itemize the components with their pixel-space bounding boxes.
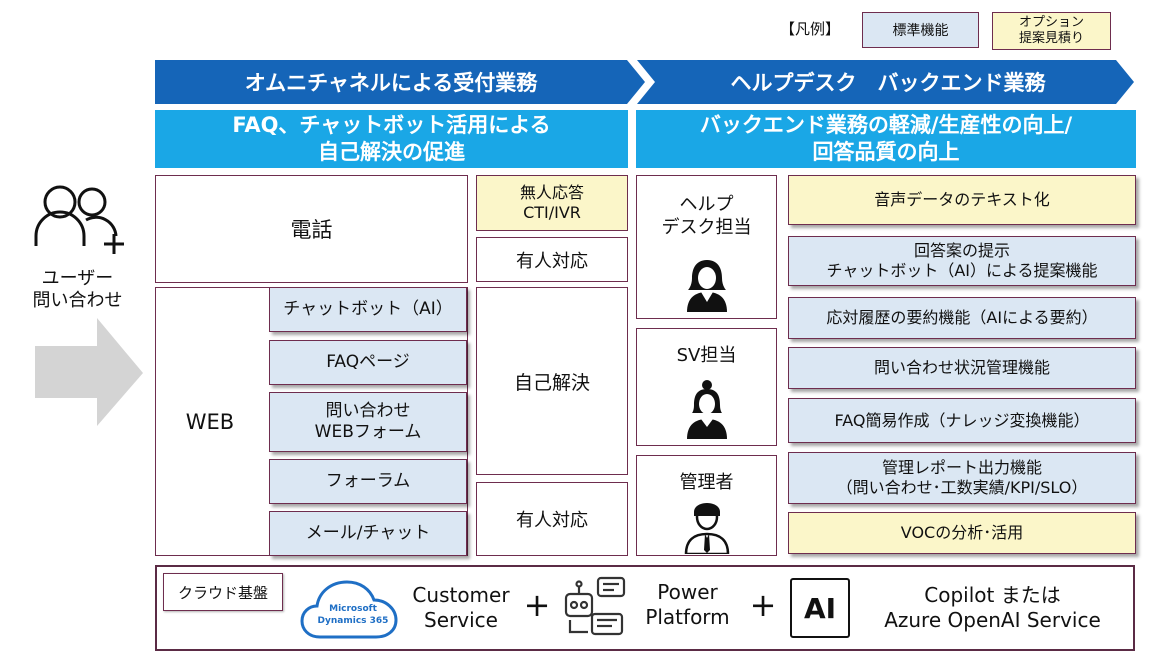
banner-right-shape	[637, 60, 1134, 104]
legend-option: オプション 提案見積り	[992, 12, 1111, 50]
big-arrow-icon	[35, 318, 143, 426]
phone-box: 電話	[155, 175, 468, 283]
female-agent-icon	[687, 260, 727, 312]
staffed-bottom: 有人対応	[476, 482, 628, 556]
role-helpdesk-label: ヘルプ デスク担当	[661, 194, 752, 238]
legend-standard: 標準機能	[862, 12, 979, 48]
banner-right: ヘルプデスク バックエンド業務	[730, 71, 1046, 95]
role-sv-label: SV担当	[676, 345, 737, 366]
legend-label: 【凡例】	[780, 20, 841, 38]
web-label: WEB	[185, 409, 235, 434]
feature-history-summary: 応対履歴の要約機能（AIによる要約）	[788, 297, 1136, 339]
banner-left: オムニチャネルによる受付業務	[244, 71, 538, 95]
subheader-right: バックエンド業務の軽減/生産性の向上/ 回答品質の向上	[636, 110, 1136, 168]
plus-sign-2: +	[749, 586, 777, 624]
feature-answer-suggest: 回答案の提示 チャットボット（AI）による提案機能	[788, 236, 1136, 286]
ai-icon: AI	[790, 578, 850, 638]
banner-left-shape	[155, 60, 645, 104]
male-manager-icon	[684, 503, 730, 554]
banner-arrows	[155, 60, 1134, 104]
staffed-top: 有人対応	[476, 237, 628, 282]
user-label: ユーザー 問い合わせ	[32, 267, 123, 312]
self-solve: 自己解決	[476, 287, 628, 475]
copilot-label: Copilot または Azure OpenAI Service	[884, 583, 1101, 632]
web-item-mail-chat: メール/チャット	[269, 511, 467, 556]
dynamics-logo-line2: Dynamics 365	[317, 616, 389, 626]
customer-service-label: Customer Service	[412, 583, 510, 632]
feature-status-mgmt: 問い合わせ状況管理機能	[788, 347, 1136, 389]
role-manager-label: 管理者	[679, 472, 734, 493]
web-item-faq: FAQページ	[269, 340, 467, 385]
role-helpdesk: ヘルプ デスク担当	[636, 175, 777, 319]
phone-label: 電話	[290, 218, 333, 242]
feature-faq-create: FAQ簡易作成（ナレッジ変換機能）	[788, 398, 1136, 443]
feature-voice-to-text: 音声データのテキスト化	[788, 175, 1136, 225]
role-sv: SV担当	[636, 328, 777, 446]
role-manager: 管理者	[636, 455, 777, 556]
feature-voc: VOCの分析･活用	[788, 512, 1136, 554]
cloud-platform-label: クラウド基盤	[163, 573, 283, 611]
web-item-forum: フォーラム	[269, 459, 467, 504]
ai-icon-label: AI	[803, 591, 837, 625]
web-item-webform: 問い合わせ WEBフォーム	[269, 392, 467, 452]
dynamics-logo-line1: Microsoft	[329, 604, 377, 614]
users-icon	[34, 185, 124, 254]
power-platform-label: Power Platform	[645, 580, 730, 629]
plus-sign-1: +	[523, 586, 551, 624]
subheader-left: FAQ、チャットボット活用による 自己解決の促進	[155, 110, 628, 168]
power-platform-icon	[564, 576, 626, 636]
web-item-chatbot: チャットボット（AI）	[269, 287, 467, 332]
female-supervisor-icon	[687, 380, 727, 439]
feature-report: 管理レポート出力機能 （問い合わせ･工数実績/KPI/SLO）	[788, 452, 1136, 504]
dynamics-cloud-icon	[300, 580, 398, 639]
unmanned-ivr: 無人応答 CTI/IVR	[476, 175, 628, 231]
